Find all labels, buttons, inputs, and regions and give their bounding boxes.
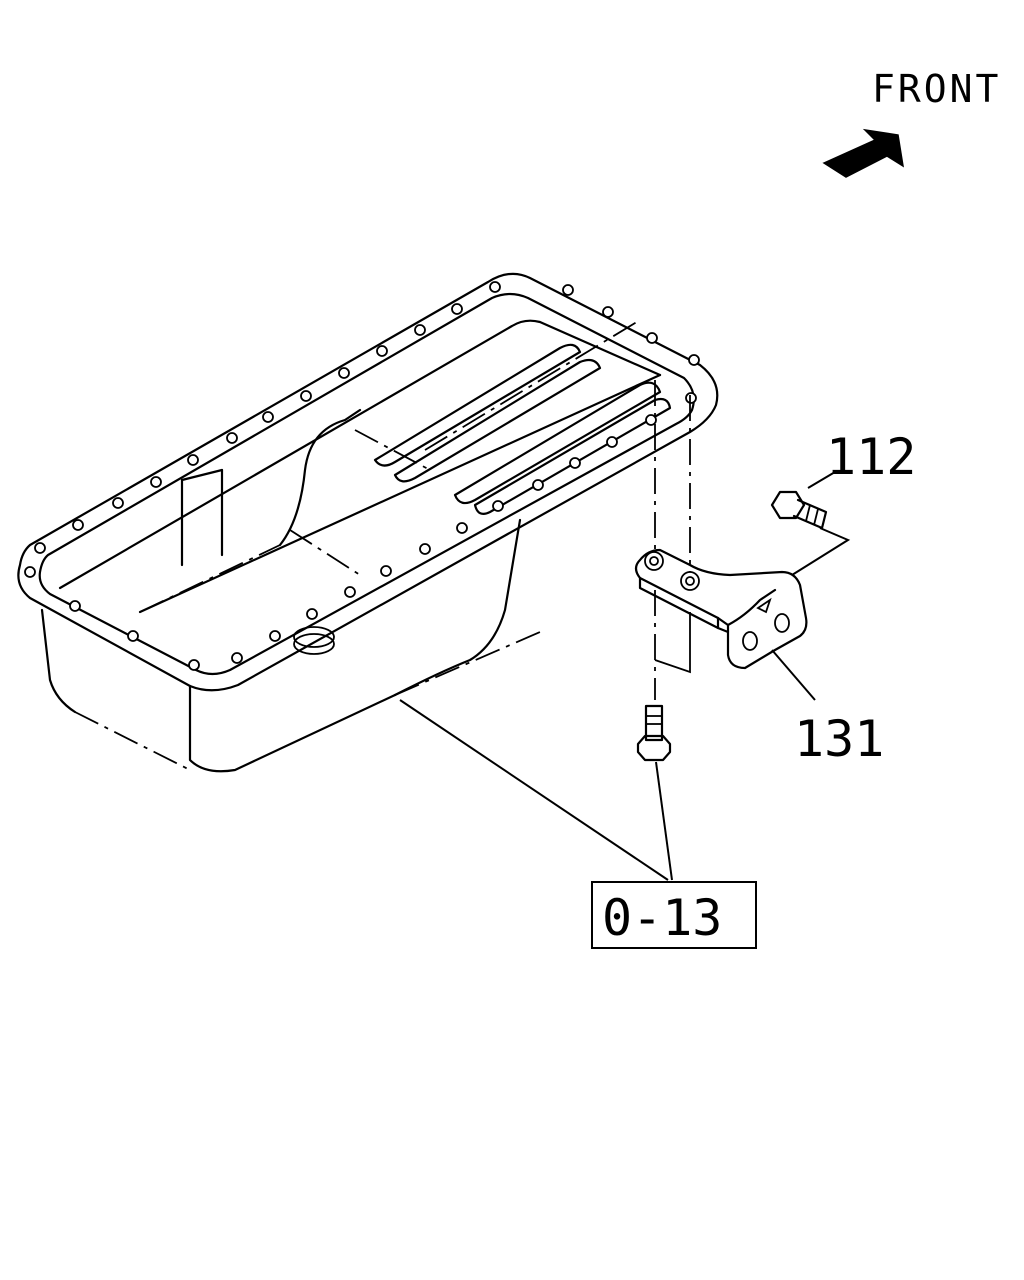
- reference-box: 0-13: [591, 881, 757, 949]
- callout-131: 131: [794, 710, 884, 768]
- reference-label: 0-13: [602, 889, 722, 947]
- bolt-0-13: [636, 704, 672, 762]
- flange-bolt-holes: [24, 281, 700, 671]
- bolt-112: [770, 490, 828, 530]
- bracket-131: [634, 548, 808, 670]
- front-label: FRONT: [872, 67, 1001, 111]
- front-arrow-icon: [822, 128, 905, 178]
- callout-112: 112: [826, 428, 916, 486]
- oil-pan: [17, 272, 719, 773]
